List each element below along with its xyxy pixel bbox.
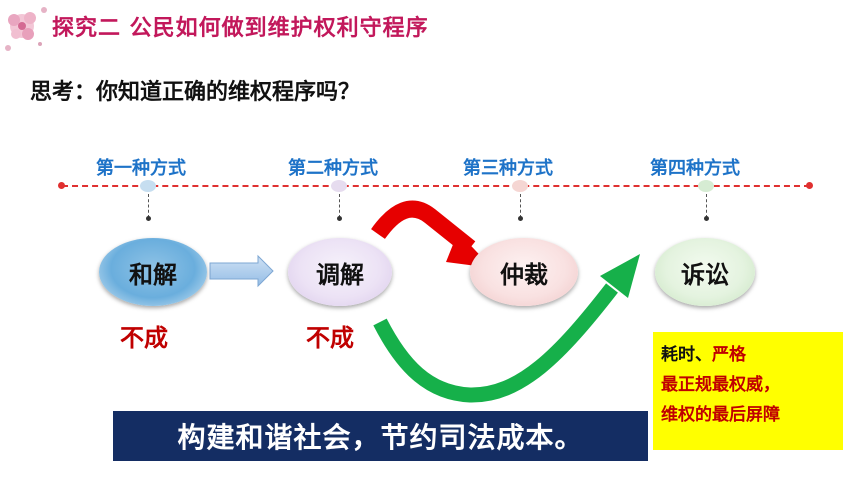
timeline-end-dot [806, 182, 813, 189]
flower-decoration-icon [5, 7, 47, 51]
page-title: 探究二 公民如何做到维护权利守程序 [52, 16, 429, 41]
method-name-3: 仲裁 [500, 260, 548, 289]
connector-2 [339, 194, 340, 218]
red-arrow-icon [371, 200, 476, 255]
arrow-right-icon [209, 254, 274, 288]
method-oval-4: 诉讼 [655, 238, 755, 306]
connector-end-3 [518, 216, 523, 221]
question-text: 思考：你知道正确的维权程序吗？ [30, 80, 361, 105]
green-arrowhead-icon [600, 254, 640, 298]
connector-end-4 [704, 216, 709, 221]
timeline-marker-4 [698, 180, 714, 192]
connector-1 [148, 194, 149, 218]
timeline-marker-1 [140, 180, 156, 192]
timeline-marker-3 [512, 180, 528, 192]
method-oval-2: 调解 [288, 238, 392, 306]
method-oval-1: 和解 [99, 238, 207, 306]
method-label-3: 第三种方式 [463, 158, 553, 179]
note-line-1-red: 严格 [712, 345, 746, 365]
timeline-dashed-line [62, 185, 810, 187]
green-arrow-icon [373, 283, 618, 403]
banner-text: 构建和谐社会，节约司法成本。 [177, 421, 584, 454]
bottom-banner: 构建和谐社会，节约司法成本。 [113, 411, 648, 461]
note-line-2: 最正规最权威， [661, 375, 780, 395]
method-name-4: 诉讼 [681, 260, 729, 289]
connector-end-1 [146, 216, 151, 221]
note-line-1: 耗时、严格 [661, 340, 837, 370]
note-line-1-black: 耗时、 [661, 345, 712, 365]
method-name-2: 调解 [316, 260, 364, 289]
connector-end-2 [337, 216, 342, 221]
timeline-marker-2 [331, 180, 347, 192]
method-label-2: 第二种方式 [288, 158, 378, 179]
lawsuit-note-box: 耗时、严格 最正规最权威， 维权的最后屏障 [653, 332, 843, 450]
method-label-4: 第四种方式 [650, 158, 740, 179]
fail-label-2: 不成 [306, 324, 354, 352]
connector-4 [706, 194, 707, 218]
note-line-3: 维权的最后屏障 [661, 405, 780, 425]
method-oval-3: 仲裁 [470, 238, 578, 306]
method-label-1: 第一种方式 [96, 158, 186, 179]
connector-3 [520, 194, 521, 218]
method-name-1: 和解 [129, 260, 177, 289]
timeline-start-dot [58, 182, 65, 189]
fail-label-1: 不成 [120, 324, 168, 352]
